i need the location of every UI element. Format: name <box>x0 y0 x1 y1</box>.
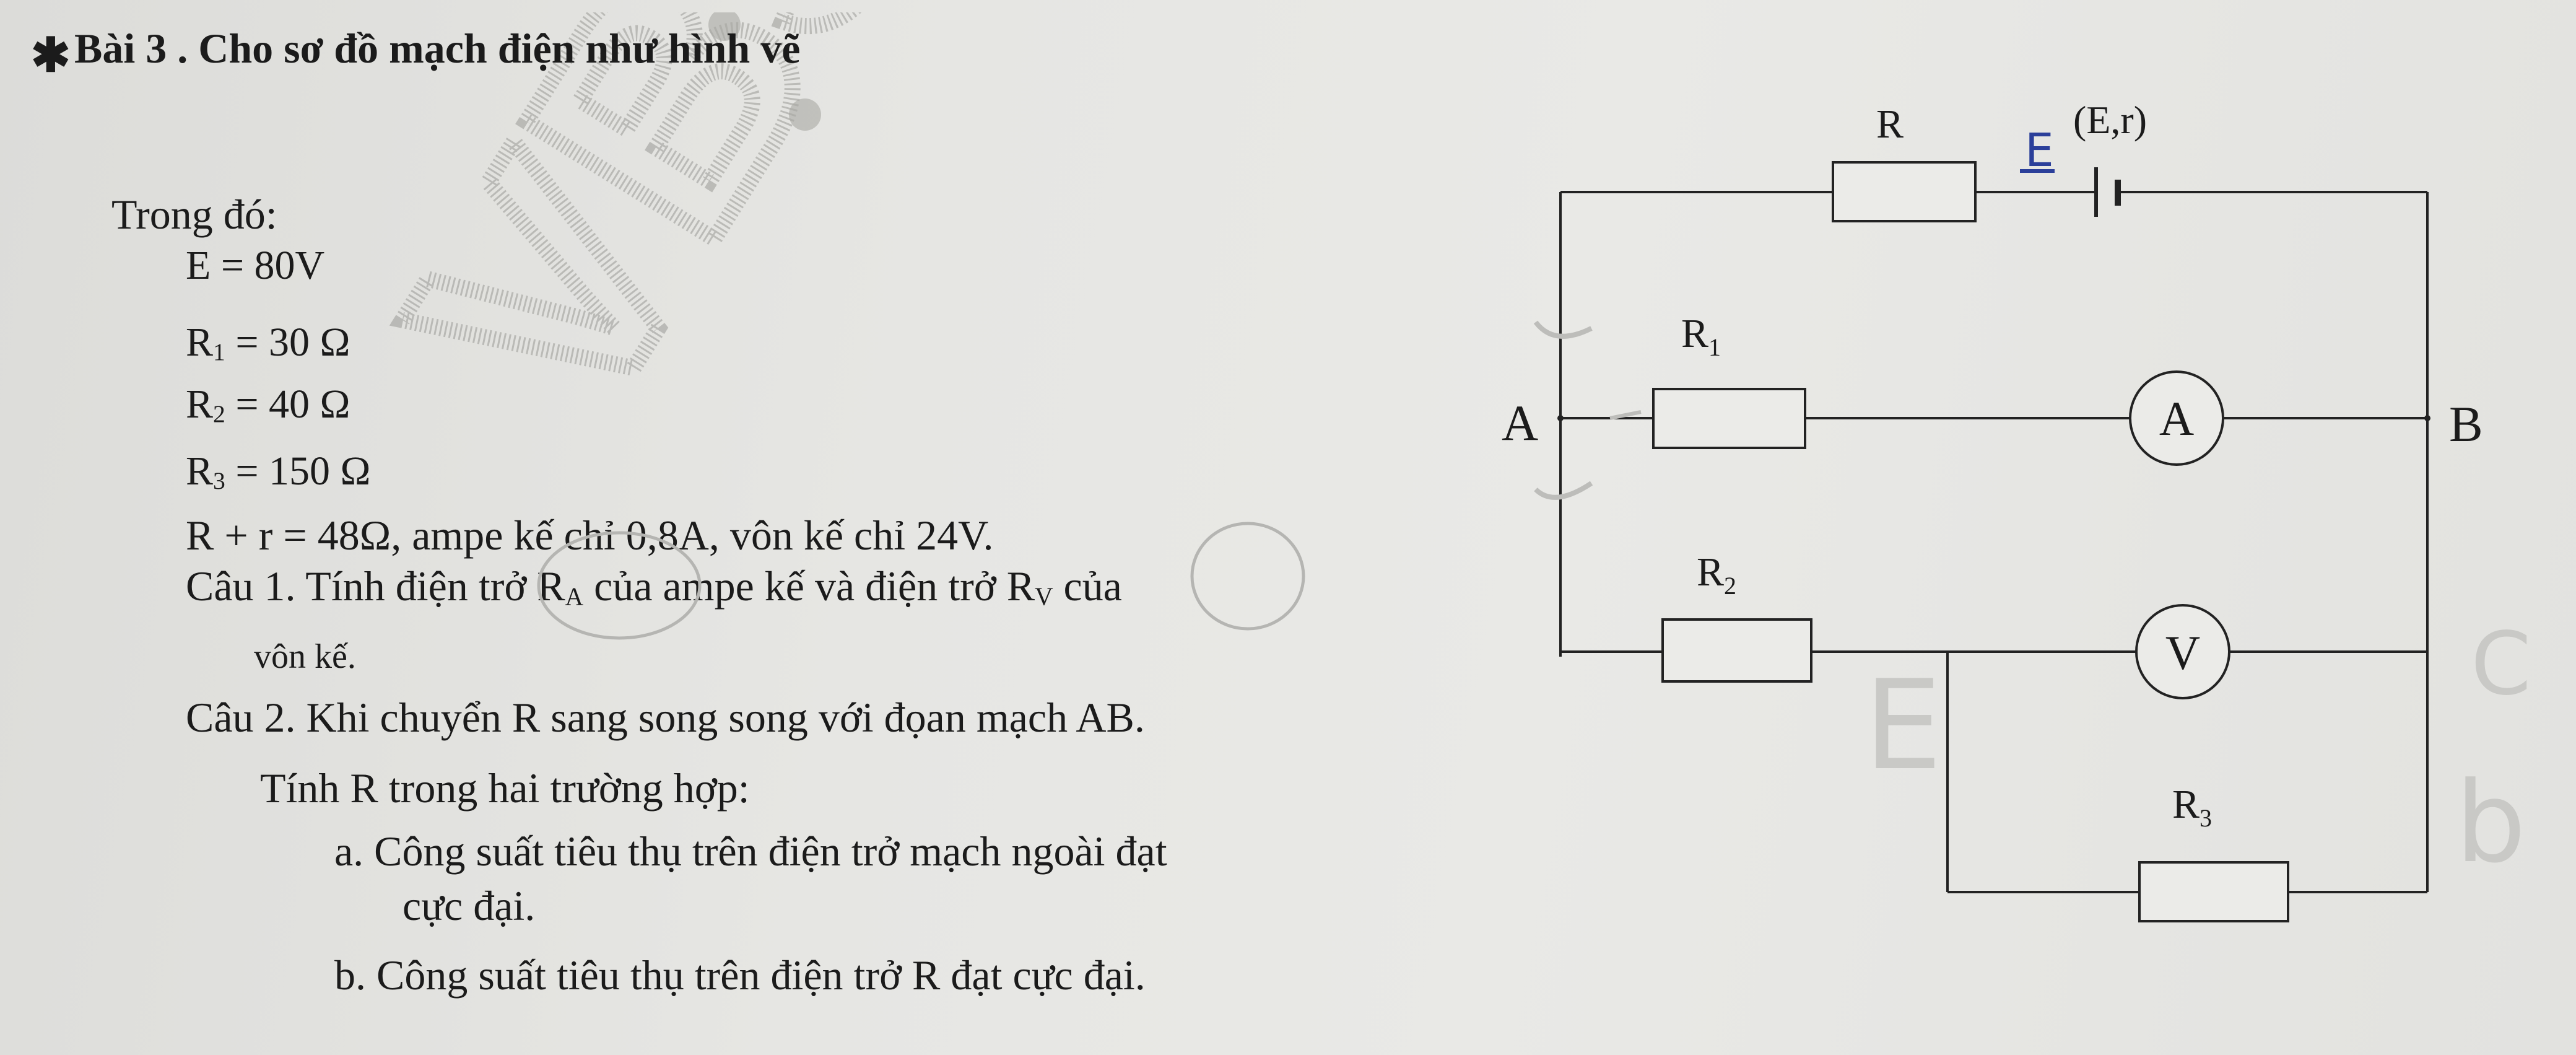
pencil-mark-B <box>1534 481 1593 500</box>
intro-text: Trong đó: <box>111 191 277 238</box>
node-A-dot <box>1557 415 1564 421</box>
given-R1-sub: 1 <box>213 338 225 366</box>
q1-text-mid: của ampe kế và điện trở R <box>583 563 1035 610</box>
given-R1-value: = 30 Ω <box>225 320 350 365</box>
watermark-dot <box>789 98 821 131</box>
given-R2: R2 = 40 Ω <box>186 384 350 427</box>
label-R1-sub: 1 <box>1708 333 1721 361</box>
handwritten-b-right: b <box>2455 758 2526 888</box>
resistor-R1 <box>1652 388 1806 449</box>
q1-text-post: của <box>1053 563 1122 610</box>
problem-title: Bài 3 . Cho sơ đồ mạch điện như hình vẽ <box>74 25 801 72</box>
label-node-A: A <box>1502 395 1538 451</box>
label-node-B: B <box>2449 396 2483 452</box>
given-R1: R1 = 30 Ω <box>186 322 350 365</box>
resistor-R3 <box>2138 861 2289 922</box>
label-R1-symbol: R <box>1681 311 1708 356</box>
q1-sub-V: V <box>1035 582 1053 611</box>
given-E: E = 80V <box>186 243 325 288</box>
pencil-circle-RV <box>1190 522 1305 631</box>
label-resistor-R: R <box>1876 102 1904 147</box>
question-2a-continued: cực đại. <box>402 882 536 929</box>
question-2: Câu 2. Khi chuyển R sang song song với đ… <box>186 694 1145 741</box>
given-R2-value: = 40 Ω <box>225 382 350 427</box>
question-1: Câu 1. Tính điện trở RA của ampe kế và đ… <box>186 565 1122 610</box>
watermark-dot <box>708 12 741 41</box>
given-R2-sub: 2 <box>213 400 225 428</box>
label-source-Er: (E,r) <box>2073 98 2147 142</box>
label-R3-symbol: R <box>2172 782 2200 827</box>
label-R2: R2 <box>1697 549 1736 600</box>
pencil-circle-RA <box>537 531 702 640</box>
ammeter-label: A <box>2159 392 2194 445</box>
star-mark: ✱ <box>31 30 71 82</box>
pencil-arrow <box>1609 410 1642 420</box>
q1-text-pre: Câu 1. Tính điện trở R <box>186 563 565 610</box>
given-R1-symbol: R <box>186 320 214 365</box>
pencil-mark-A <box>1533 320 1593 339</box>
handwritten-E-left: E <box>1864 654 1942 798</box>
q1-sub-A: A <box>565 582 584 611</box>
watermark-logo: VBS <box>347 12 904 458</box>
question-2-intro: Tính R trong hai trường hợp: <box>260 764 750 812</box>
given-R3-sub: 3 <box>213 467 225 495</box>
resistor-R <box>1832 161 1977 222</box>
handwritten-E-source: E <box>2025 124 2054 177</box>
given-R3: R3 = 150 Ω <box>186 451 371 494</box>
voltmeter-label: V <box>2165 626 2200 680</box>
node-B-dot <box>2424 415 2430 421</box>
label-R3: R3 <box>2172 782 2212 832</box>
question-1-continued: vôn kế. <box>254 637 356 676</box>
question-2b: b. Công suất tiêu thụ trên điện trở R đạ… <box>334 952 1146 999</box>
given-R2-symbol: R <box>186 382 214 427</box>
given-R3-symbol: R <box>186 449 214 494</box>
resistor-R2 <box>1661 618 1812 683</box>
label-R2-sub: 2 <box>1724 572 1736 600</box>
handwritten-C-right: C <box>2471 614 2531 715</box>
given-R3-value: = 150 Ω <box>225 449 371 494</box>
question-2a: a. Công suất tiêu thụ trên điện trở mạch… <box>334 828 1167 875</box>
label-R3-sub: 3 <box>2200 804 2212 832</box>
label-R2-symbol: R <box>1697 549 1724 595</box>
label-R1: R1 <box>1681 311 1721 361</box>
